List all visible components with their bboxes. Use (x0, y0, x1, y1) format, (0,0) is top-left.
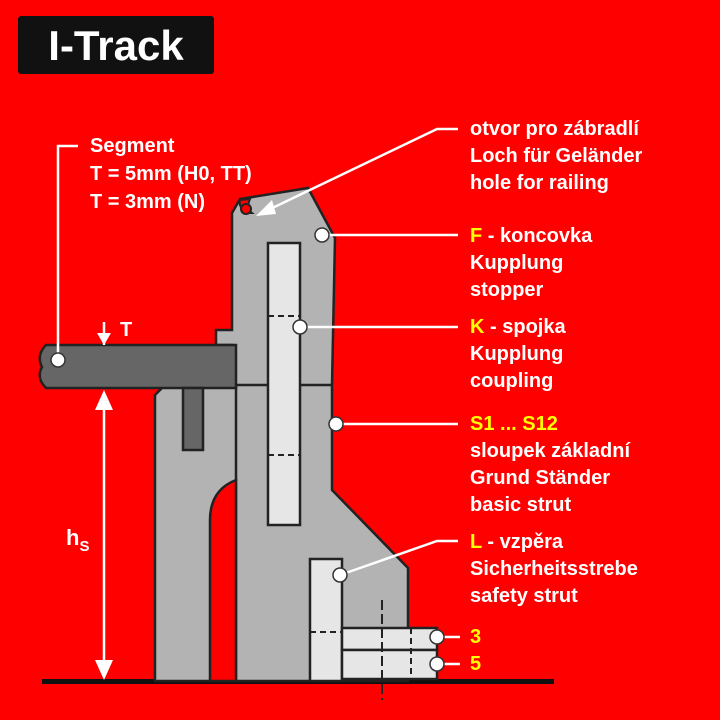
hs-dimension-label: hS (66, 525, 89, 555)
hole-line-3: hole for railing (470, 172, 609, 194)
segment-bar (38, 343, 238, 390)
k-line-3: coupling (470, 370, 553, 392)
shim-5-label: 5 (470, 653, 481, 675)
l-leader-dot (332, 567, 348, 583)
strut-arch-cutout (208, 478, 238, 683)
t-dimension-label: T (120, 319, 132, 341)
l-line-2: Sicherheitsstrebe (470, 558, 638, 580)
hole-line-1: otvor pro zábradlí (470, 118, 640, 140)
t-arrow-top (97, 333, 111, 345)
segment-text: Segment T = 5mm (H0, TT) T = 3mm (N) (90, 135, 252, 213)
title-badge (18, 16, 214, 74)
segment-leg (181, 386, 205, 452)
l-leader (339, 539, 458, 577)
hole-text: otvor pro zábradlí Loch für Geländer hol… (470, 118, 642, 194)
l-name: - vzpěra (482, 531, 564, 553)
s-line-4: basic strut (470, 494, 571, 516)
f-leader-dot (314, 227, 330, 243)
s-code: S1 ... S12 (470, 413, 558, 435)
f-text: F - koncovka Kupplung stopper (470, 225, 593, 301)
coupling-bar (266, 241, 302, 527)
l-line-1: L - vzpěra (470, 531, 564, 553)
f-line-2: Kupplung (470, 252, 563, 274)
shim-3 (340, 626, 439, 652)
hole-arrow (256, 200, 276, 216)
k-leader-dot (292, 319, 308, 335)
shim-5-dot (429, 656, 445, 672)
f-line-3: stopper (470, 279, 544, 301)
l-line-3: safety strut (470, 585, 578, 607)
k-line-2: Kupplung (470, 343, 563, 365)
segment-line-1: Segment (90, 135, 175, 157)
k-code: K (470, 316, 485, 338)
s-text: S1 ... S12 sloupek základní Grund Stände… (470, 413, 631, 516)
shim-3-dot (429, 629, 445, 645)
hole-leader (263, 127, 458, 214)
hole-line-2: Loch für Geländer (470, 145, 642, 167)
s-line-2: sloupek základní (470, 440, 631, 462)
f-name: - koncovka (482, 225, 593, 247)
segment-line-2: T = 5mm (H0, TT) (90, 163, 252, 185)
title-text: I-Track (48, 22, 184, 69)
railing-hole-circle (240, 203, 252, 215)
l-code: L (470, 531, 482, 553)
f-line-1: F - koncovka (470, 225, 593, 247)
s-leader-dot (328, 416, 344, 432)
k-text: K - spojka Kupplung coupling (470, 316, 566, 392)
segment-leader (56, 144, 78, 360)
segment-line-3: T = 3mm (N) (90, 191, 205, 213)
hs-arrow-bottom (95, 660, 113, 680)
s-line-3: Grund Ständer (470, 467, 610, 489)
k-line-1: K - spojka (470, 316, 566, 338)
segment-leader-dot (50, 352, 66, 368)
shim-3-label: 3 (470, 626, 481, 648)
l-text: L - vzpěra Sicherheitsstrebe safety stru… (470, 531, 638, 607)
f-code: F (470, 225, 482, 247)
hs-arrow-top (95, 390, 113, 410)
shim-5 (340, 648, 439, 681)
k-name: - spojka (484, 316, 566, 338)
